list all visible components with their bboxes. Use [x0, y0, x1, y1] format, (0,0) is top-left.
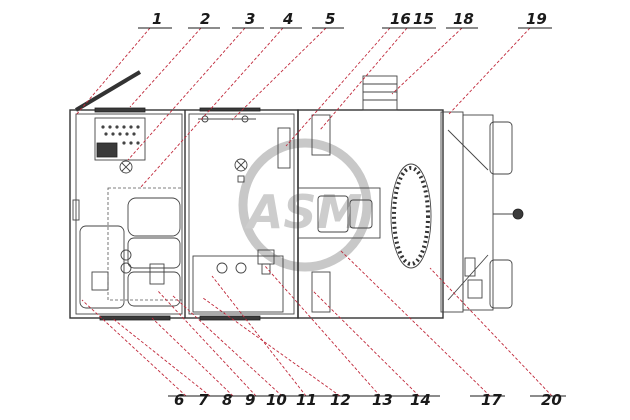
ladder: [362, 75, 398, 111]
heater-unit: [94, 117, 146, 174]
rear-deck: [297, 75, 444, 319]
heater-firebox: [96, 142, 118, 158]
light-fixture-3: [120, 262, 132, 274]
callout-numbers-bottom: 6 7 8 9 10 11 12 13 14 17 20: [168, 391, 566, 409]
generator: [317, 195, 349, 233]
top-strip-left: [94, 107, 146, 113]
workbench: [192, 255, 284, 313]
leader-lines: [75, 27, 553, 397]
right-compartment: [188, 113, 295, 315]
side-panel: [277, 127, 291, 169]
callout-1: 1: [152, 10, 162, 28]
callout-5: 5: [325, 10, 335, 28]
bottom-strip-right: [199, 315, 261, 321]
vehicle-body: [69, 70, 299, 321]
callout-19: 19: [526, 10, 547, 28]
outrigger-top: [489, 121, 513, 175]
light-fixture-2: [120, 249, 132, 261]
callout-numbers-top: 1 2 3 4 5 16 15 18 19: [138, 10, 552, 29]
generator-housing: [297, 187, 381, 239]
callout-3: 3: [245, 10, 255, 28]
callout-11: 11: [296, 391, 317, 409]
watermark-text: ASM: [245, 185, 363, 239]
top-strip-right: [199, 107, 261, 112]
crane-unit: [440, 111, 524, 313]
heater-frame: [94, 117, 146, 161]
outrigger-bottom: [489, 259, 513, 309]
callout-8: 8: [222, 391, 232, 409]
callout-9: 9: [245, 391, 255, 409]
callout-18: 18: [453, 10, 474, 28]
callout-2: 2: [200, 10, 210, 28]
seat-fitting: [149, 263, 165, 285]
watermark-logo: ASM: [238, 138, 372, 272]
seat-cushion-3: [127, 271, 181, 307]
crane-boom: [462, 114, 494, 311]
bottom-strip-left: [99, 315, 171, 321]
callout-14: 14: [410, 391, 431, 409]
spare-wheel: [390, 163, 432, 269]
deck-box-2: [311, 271, 331, 313]
light-fixture-1: [119, 160, 133, 174]
callout-13: 13: [372, 391, 393, 409]
seat-area: [72, 187, 183, 309]
callout-10: 10: [266, 391, 287, 409]
seat-cushion-2: [127, 237, 181, 269]
callout-17: 17: [481, 391, 502, 409]
wall-panel: [72, 199, 80, 221]
cabinet-small: [91, 271, 109, 291]
callout-12: 12: [330, 391, 351, 409]
table-outline: [79, 225, 125, 309]
callout-16: 16: [390, 10, 411, 28]
bunk-outline: [107, 187, 183, 301]
callout-20: 20: [541, 391, 562, 409]
deck-box-1: [311, 114, 331, 156]
light-fixture-4: [234, 158, 248, 172]
spare-wheel-tread: [392, 166, 430, 266]
callout-6: 6: [174, 391, 184, 409]
callout-7: 7: [198, 391, 209, 409]
generator-engine: [349, 199, 373, 229]
hook-block: [512, 208, 524, 220]
hatch-lid: [74, 70, 142, 112]
callout-4: 4: [282, 10, 293, 28]
callout-15: 15: [413, 10, 434, 28]
seat-cushion-1: [127, 197, 181, 237]
